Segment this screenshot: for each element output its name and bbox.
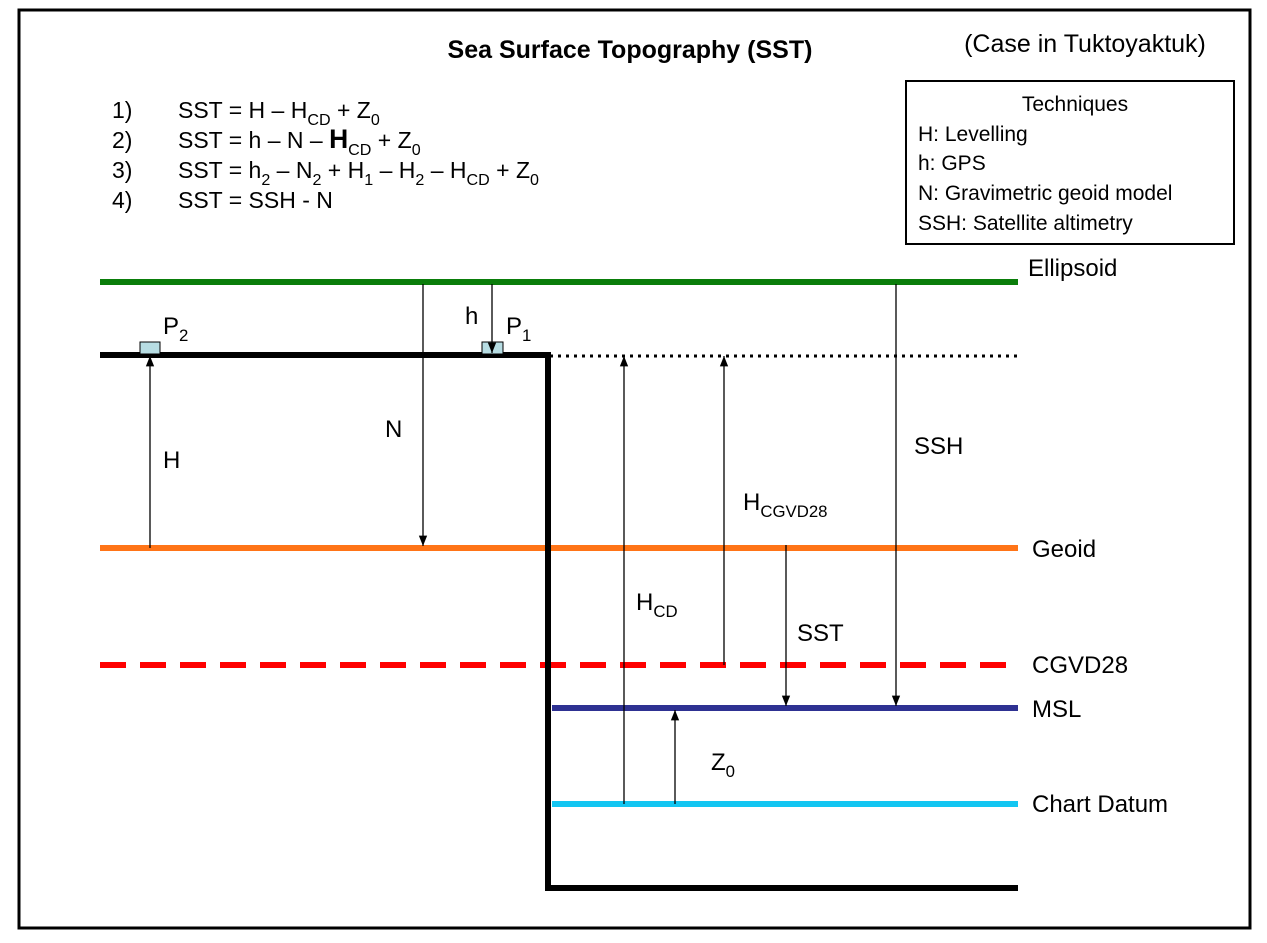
techniques-heading: Techniques — [1022, 93, 1128, 116]
text-segment: SSH — [914, 433, 963, 460]
label-h: H — [163, 447, 180, 474]
geoid-label: Geoid — [1032, 536, 1096, 563]
technique-item: H: Levelling — [918, 123, 1028, 146]
subscript: CD — [307, 111, 330, 129]
subscript: CGVD28 — [760, 502, 827, 521]
equations-list: 1)SST = H – HCD + Z02)SST = h – N – HCD … — [112, 97, 539, 213]
ellipsoid-label: Ellipsoid — [1028, 255, 1117, 282]
equation-2: SST = h – N – HCD + Z0 — [178, 124, 421, 159]
text-segment: N — [385, 416, 402, 443]
text-segment: SST = H – H — [178, 97, 307, 123]
label-n: N — [385, 416, 402, 443]
subscript: 1 — [364, 171, 373, 189]
text-segment: h — [465, 303, 478, 330]
equation-number: 1) — [112, 97, 132, 123]
text-segment: P — [163, 313, 179, 340]
text-segment: – H — [373, 157, 415, 183]
technique-item: SSH: Satellite altimetry — [918, 212, 1133, 235]
subscript: 2 — [261, 171, 270, 189]
msl-label: MSL — [1032, 696, 1081, 723]
techniques-box: Techniques H: Levelling h: GPS N: Gravim… — [905, 80, 1235, 245]
text-segment: SST = h — [178, 157, 261, 183]
cgvd28-label: CGVD28 — [1032, 652, 1128, 679]
equation-number: 3) — [112, 157, 132, 183]
subscript: 2 — [312, 171, 321, 189]
chart-datum-label: Chart Datum — [1032, 791, 1168, 818]
subscript: CD — [653, 602, 677, 621]
text-segment: + H — [321, 157, 364, 183]
label-p1: P1 — [506, 313, 531, 345]
text-segment: Z — [711, 749, 726, 776]
text-segment: H — [636, 589, 653, 616]
text-segment: SST = SSH - N — [178, 187, 333, 213]
subscript: CD — [467, 171, 490, 189]
text-segment: H — [329, 124, 348, 154]
label-z0: Z0 — [711, 749, 735, 781]
diagram-title: Sea Surface Topography (SST) — [448, 36, 813, 64]
text-segment: + Z — [490, 157, 530, 183]
technique-item: h: GPS — [918, 152, 986, 175]
equation-1: SST = H – HCD + Z0 — [178, 97, 380, 129]
label-hcd: HCD — [636, 589, 678, 621]
subscript: 1 — [522, 326, 531, 345]
text-segment: H — [743, 489, 760, 516]
label-hcgvd28: HCGVD28 — [743, 489, 828, 521]
subscript: 0 — [726, 762, 735, 781]
land-profile — [100, 352, 1018, 891]
text-segment: P — [506, 313, 522, 340]
subscript: 0 — [371, 111, 380, 129]
subscript: 0 — [412, 141, 421, 159]
benchmark-p2 — [139, 341, 161, 355]
label-p2: P2 — [163, 313, 188, 345]
text-segment: H — [163, 447, 180, 474]
subscript: 0 — [530, 171, 539, 189]
text-segment: SST — [797, 620, 844, 647]
subscript: 2 — [179, 326, 188, 345]
equation-4: SST = SSH - N — [178, 187, 333, 213]
equation-number: 2) — [112, 127, 132, 153]
label-h: h — [465, 303, 478, 330]
case-label: (Case in Tuktoyaktuk) — [964, 30, 1206, 58]
text-segment: – H — [424, 157, 466, 183]
subscript: 2 — [415, 171, 424, 189]
text-segment: SST = h – N – — [178, 127, 329, 153]
techniques-border — [905, 80, 1235, 245]
text-segment: – N — [270, 157, 312, 183]
subscript: CD — [348, 141, 371, 159]
text-segment: + Z — [331, 97, 371, 123]
equation-number: 4) — [112, 187, 132, 213]
equation-3: SST = h2 – N2 + H1 – H2 – HCD + Z0 — [178, 157, 539, 189]
text-segment: + Z — [371, 127, 411, 153]
label-ssh: SSH — [914, 433, 963, 460]
technique-item: N: Gravimetric geoid model — [918, 182, 1172, 205]
label-sst: SST — [797, 620, 844, 647]
